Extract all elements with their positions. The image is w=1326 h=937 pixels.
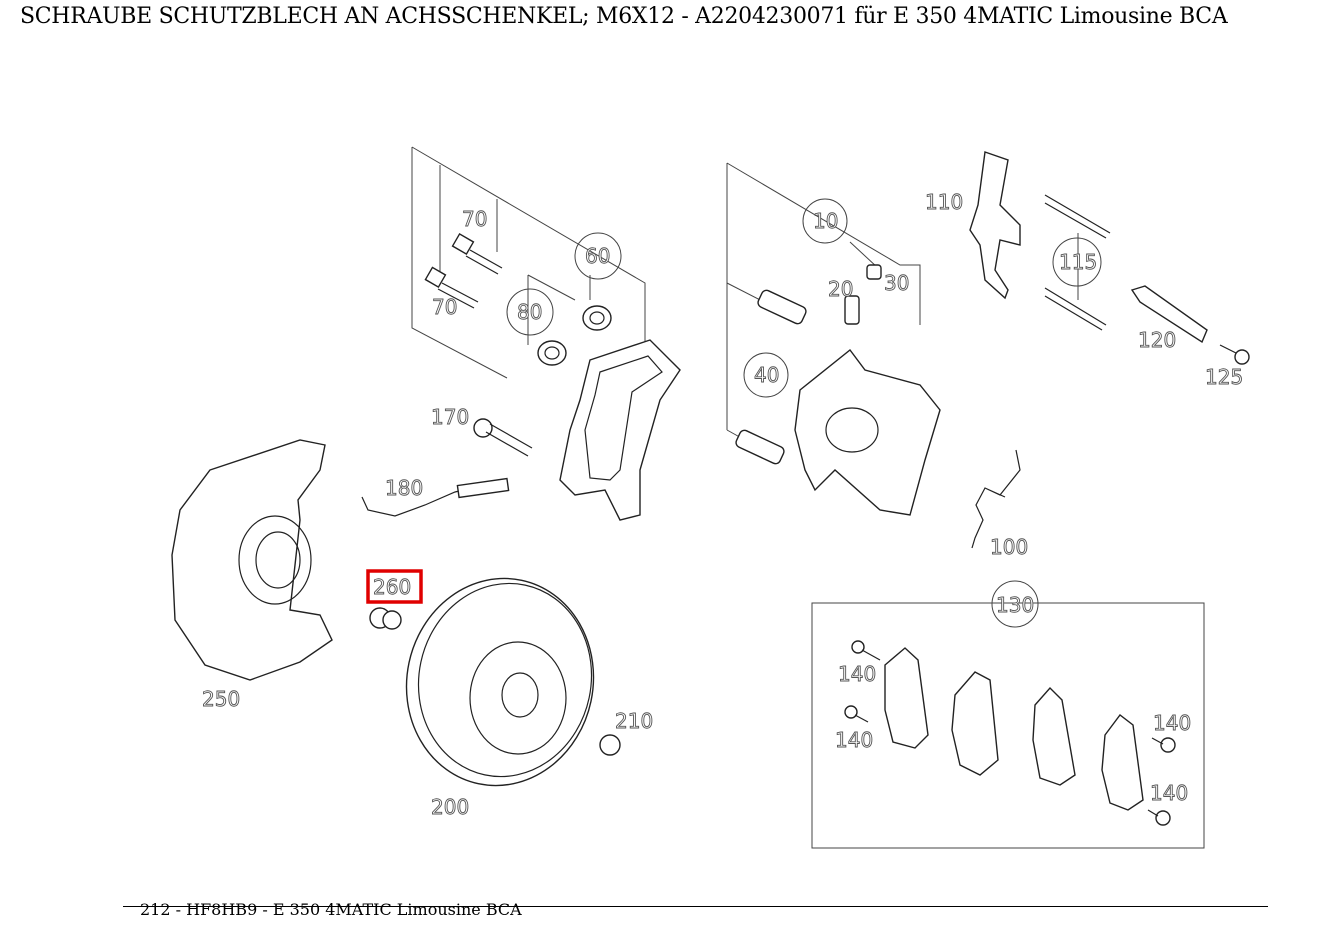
bleeder-screw-20[interactable] (844, 295, 860, 325)
footer-divider (123, 906, 1268, 907)
callout-labels: 10 20 30 40 60 70 70 80 100 110 115 120 … (202, 190, 1244, 820)
callout-170: 170 (431, 405, 469, 429)
bolt-170[interactable] (473, 418, 533, 457)
screw-260[interactable] (369, 607, 402, 630)
guide-pin-40-lower[interactable] (734, 429, 785, 466)
brake-caliper-10[interactable] (794, 349, 941, 516)
nut-80-lower[interactable] (537, 340, 567, 366)
dust-cap-30[interactable] (866, 264, 882, 280)
spring-clip-110[interactable] (969, 151, 1021, 300)
guide-bolt-115-lower[interactable] (1044, 287, 1107, 331)
callout-120: 120 (1138, 328, 1176, 352)
brake-pad-left-1[interactable] (884, 647, 929, 749)
callout-40: 40 (754, 363, 779, 387)
bolt-70-upper[interactable] (451, 232, 503, 275)
brake-disc-200[interactable] (387, 561, 612, 803)
bolt-125[interactable] (1219, 344, 1250, 365)
brake-pad-kit-130 (811, 602, 1205, 849)
wear-sensor-100[interactable] (971, 449, 1021, 549)
callout-140a: 140 (838, 662, 876, 686)
callout-115: 115 (1059, 250, 1097, 274)
callout-210: 210 (615, 709, 653, 733)
page-title: SCHRAUBE SCHUTZBLECH AN ACHSSCHENKEL; M6… (20, 4, 1228, 29)
bolt-70-lower[interactable] (424, 266, 479, 309)
callout-140c: 140 (1153, 711, 1191, 735)
bolt-140-a[interactable] (851, 640, 881, 661)
brake-pad-right-2[interactable] (1101, 714, 1144, 811)
sleeve-120[interactable] (1130, 285, 1208, 344)
bolt-140-b[interactable] (844, 705, 869, 723)
bolt-140-d[interactable] (1147, 809, 1171, 826)
guide-pin-40-upper[interactable] (756, 289, 807, 326)
screw-210[interactable] (599, 734, 621, 756)
caliper-group (726, 162, 941, 516)
callout-125: 125 (1205, 365, 1243, 389)
highlight-box-260 (366, 569, 423, 604)
brake-pad-right-1[interactable] (1032, 686, 1076, 786)
callout-180: 180 (385, 476, 423, 500)
callout-70b: 70 (432, 295, 457, 319)
callout-140d: 140 (1150, 781, 1188, 805)
callout-140b: 140 (835, 728, 873, 752)
callout-130: 130 (996, 593, 1034, 617)
callout-200: 200 (431, 795, 469, 819)
callout-260: 260 (373, 575, 411, 599)
brake-pad-left-2[interactable] (951, 671, 999, 776)
callout-80: 80 (517, 300, 542, 324)
callout-110: 110 (925, 190, 963, 214)
brake-carrier-bracket[interactable] (559, 339, 681, 521)
callout-30: 30 (884, 271, 909, 295)
guide-bolt-115-upper[interactable] (1044, 194, 1111, 239)
callout-70a: 70 (462, 207, 487, 231)
callout-circles (506, 198, 1102, 628)
callout-100: 100 (990, 535, 1028, 559)
caliper-carrier-group (411, 146, 681, 521)
bolt-140-c[interactable] (1151, 737, 1176, 753)
callout-60: 60 (585, 244, 610, 268)
callout-250: 250 (202, 687, 240, 711)
hardware-right-group (969, 151, 1250, 365)
callout-10: 10 (813, 209, 838, 233)
nut-80-upper[interactable] (582, 305, 612, 331)
footer-caption: 212 - HF8HB9 - E 350 4MATIC Limousine BC… (140, 900, 522, 919)
callout-20: 20 (828, 277, 853, 301)
splash-shield-250[interactable] (171, 439, 333, 681)
